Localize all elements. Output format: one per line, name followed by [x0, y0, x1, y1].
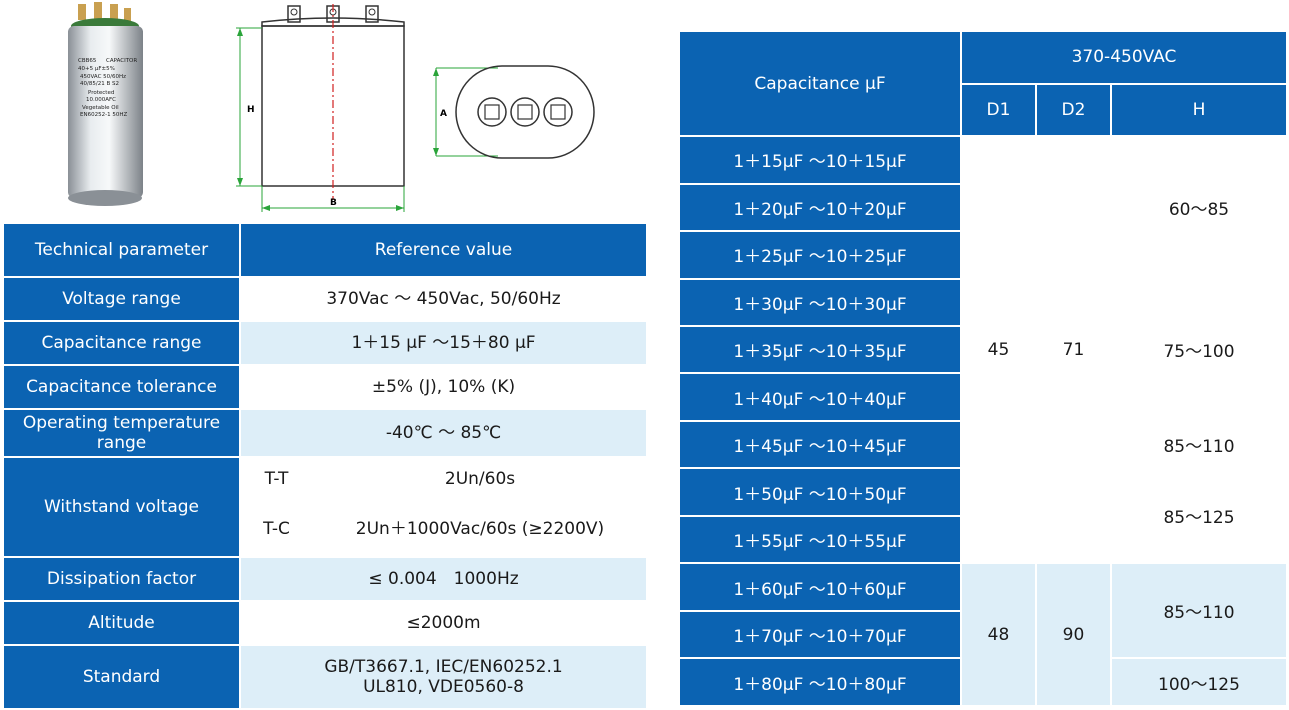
product-label-line: 40/85/21 B S2: [80, 81, 119, 87]
product-label-line: 450VAC 50/60Hz: [80, 74, 126, 80]
value-standard-line: UL810, VDE0560-8: [363, 677, 524, 697]
value-voltage-range: 370Vac ～ 450Vac, 50/60Hz: [238, 276, 649, 322]
d1-value: 48: [960, 562, 1037, 707]
capacitor-photo: CBB65 CAPACITOR 40+5 μF±5% 450VAC 50/60H…: [68, 2, 143, 206]
value-capacitance-tolerance: ±5% (J), 10% (K): [238, 364, 649, 410]
value-operating-temperature: -40℃ ～ 85℃: [238, 408, 649, 458]
value-altitude: ≤2000m: [238, 600, 649, 646]
withstand-tt-label: T-T: [239, 456, 314, 502]
param-capacitance-tolerance: Capacitance tolerance: [2, 364, 241, 410]
withstand-tc-label: T-C: [239, 500, 314, 558]
product-label-line: CBB65: [78, 58, 97, 64]
technical-parameter-table: Technical parameter Reference value Volt…: [2, 222, 649, 710]
d1-value: 45: [960, 135, 1037, 565]
param-operating-temperature: Operating temperature range: [2, 408, 241, 458]
capacitance-row-label: 1＋45μF ～10＋45μF: [678, 419, 962, 470]
product-label-line: Protected: [88, 90, 114, 96]
product-label-line: EN60252-1 50HZ: [80, 112, 127, 118]
h-value: 85～110: [1110, 419, 1288, 470]
capacitance-row-label: 1＋20μF ～10＋20μF: [678, 182, 962, 233]
capacitance-row-label: 1＋70μF ～10＋70μF: [678, 609, 962, 660]
value-standard-line: GB/T3667.1, IEC/EN60252.1: [324, 657, 563, 677]
param-altitude: Altitude: [2, 600, 241, 646]
product-label: CBB65 CAPACITOR 40+5 μF±5% 450VAC 50/60H…: [78, 58, 137, 118]
capacitance-row-label: 1＋15μF ～10＋15μF: [678, 135, 962, 185]
width-dimension-label: B: [330, 198, 337, 208]
h-value: 85～125: [1110, 467, 1288, 565]
capacitance-row-label: 1＋50μF ～10＋50μF: [678, 467, 962, 517]
product-label-line: Vegetable Oil: [82, 105, 119, 111]
withstand-tt-value: 2Un/60s: [311, 456, 649, 502]
h-value: 60～85: [1110, 135, 1288, 280]
capacitance-row-label: 1＋25μF ～10＋25μF: [678, 230, 962, 280]
value-standard: GB/T3667.1, IEC/EN60252.1 UL810, VDE0560…: [238, 644, 649, 710]
capacitance-row-label: 1＋80μF ～10＋80μF: [678, 657, 962, 707]
capacitance-row-label: 1＋55μF ～10＋55μF: [678, 514, 962, 565]
param-dissipation-factor: Dissipation factor: [2, 556, 241, 602]
dimension-drawing-top: A: [433, 65, 595, 159]
product-label-line: 10.000AFC: [86, 97, 116, 103]
header-reference-value: Reference value: [238, 222, 649, 278]
value-capacitance-range: 1＋15 μF ～15＋80 μF: [238, 320, 649, 366]
product-label-line: 40+5 μF±5%: [78, 66, 115, 72]
height-dimension-label: H: [247, 105, 255, 115]
d2-value: 71: [1035, 135, 1112, 565]
h-value: 100～125: [1110, 657, 1288, 707]
h-value: 75～100: [1110, 277, 1288, 422]
h-value: 85～110: [1110, 562, 1288, 660]
depth-dimension-label: A: [440, 109, 447, 119]
product-label-line: CAPACITOR: [106, 58, 137, 64]
value-dissipation-factor: ≤ 0.004 1000Hz: [238, 556, 649, 602]
header-h: H: [1110, 82, 1288, 138]
param-capacitance-range: Capacitance range: [2, 320, 241, 366]
capacitance-row-label: 1＋30μF ～10＋30μF: [678, 277, 962, 328]
header-d1: D1: [960, 82, 1037, 138]
header-technical-parameter: Technical parameter: [2, 222, 241, 278]
capacitance-row-label: 1＋60μF ～10＋60μF: [678, 562, 962, 612]
capacitance-row-label: 1＋40μF ～10＋40μF: [678, 372, 962, 422]
d2-value: 90: [1035, 562, 1112, 707]
param-standard: Standard: [2, 644, 241, 710]
param-voltage-range: Voltage range: [2, 276, 241, 322]
header-voltage: 370-450VAC: [960, 30, 1288, 85]
dimension-drawing-side: H B: [236, 4, 405, 212]
header-capacitance: Capacitance μF: [678, 29, 962, 138]
header-d2: D2: [1035, 82, 1112, 138]
withstand-tc-value: 2Un＋1000Vac/60s (≥2200V): [311, 500, 649, 558]
param-withstand-voltage: Withstand voltage: [2, 456, 241, 558]
capacitance-row-label: 1＋35μF ～10＋35μF: [678, 324, 962, 375]
capacitance-dimension-table: Capacitance μF 370-450VAC D1 D2 H 1＋15μF…: [678, 29, 1288, 707]
